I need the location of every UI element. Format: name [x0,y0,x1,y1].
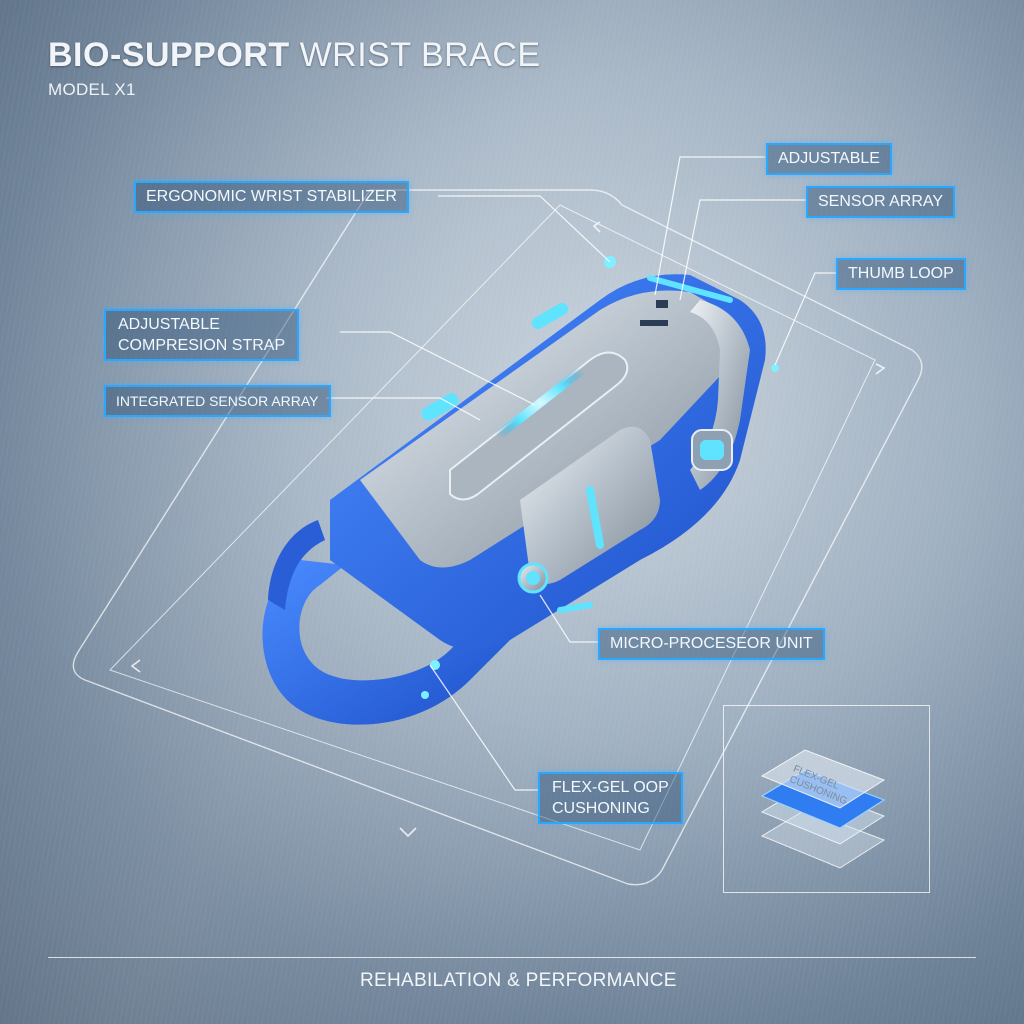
blue-strap-loop [262,520,520,725]
callout-micro-processor: MICRO-PROCESEOR UNIT [598,628,825,660]
brace-body [330,256,779,699]
compression-line-2: COMPRESION STRAP [118,337,286,354]
callout-flex-gel-cushioning: FLEX-GEL OOP CUSHONING [538,772,683,824]
callout-compression-strap: ADJUSTABLE COMPRESION STRAP [104,309,300,361]
callout-thumb-loop: THUMB LOOP [836,258,966,290]
page-title: BIO-SUPPORT WRIST BRACE [48,36,541,75]
title-bold: BIO-SUPPORT [48,36,290,74]
corner-chevrons [130,221,886,838]
leader-lines [326,156,836,791]
model-label: MODEL X1 [48,80,136,99]
callout-ergonomic-stabilizer: ERGONOMIC WRIST STABILIZER [134,181,409,213]
flexgel-line-1: FLEX-GEL OOP [552,779,669,796]
platform-outline [72,189,923,886]
compression-line-1: ADJUSTABLE [118,316,220,333]
cushion-detail-inset [723,705,930,893]
footer-tagline: REHABILATION & PERFORMANCE [360,970,677,991]
flexgel-line-2: CUSHONING [552,800,650,817]
callout-sensor-array: SENSOR ARRAY [806,186,956,218]
callout-integrated-sensor-array: INTEGRATED SENSOR ARRAY [104,385,331,417]
title-rest: WRIST BRACE [289,36,541,74]
callout-adjustable: ADJUSTABLE [766,143,892,175]
footer-divider [48,957,976,958]
cushion-layers-illustration: FLEX-GEL CUSHONING [760,749,886,869]
